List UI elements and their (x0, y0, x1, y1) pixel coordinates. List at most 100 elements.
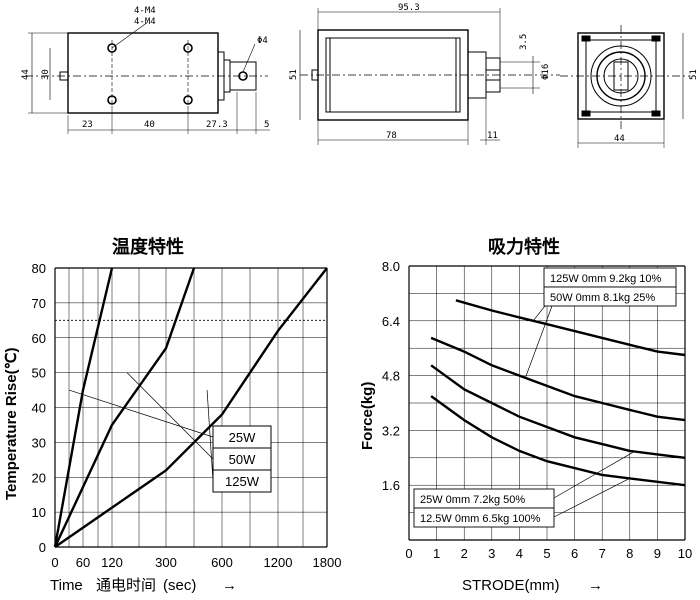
x-tick-label: 600 (211, 555, 233, 570)
side-view (299, 8, 560, 145)
x-axis-label-text: STRODE(mm) (462, 577, 560, 594)
series-lines (430, 299, 686, 487)
x-tick-label: 7 (599, 546, 606, 561)
x-tick-label: 0 (51, 555, 58, 570)
x-tick-label: 120 (101, 555, 123, 570)
dim-51: 51 (289, 69, 299, 80)
legend-leader (68, 389, 214, 438)
y-tick-label: 20 (32, 470, 46, 485)
legend-leader (206, 390, 214, 482)
legend-label: 25W (229, 430, 256, 445)
legend-leader (126, 372, 214, 460)
dim-95-3: 95.3 (398, 3, 420, 13)
dim-end-44: 44 (614, 134, 625, 144)
series-line-50w (53, 267, 196, 548)
y-axis-label: Temperature Rise(℃) (3, 348, 20, 500)
legend: 125W 0mm 9.2kg 10%50W 0mm 8.1kg 25%25W 0… (413, 267, 677, 528)
dim-78: 78 (386, 131, 397, 141)
drawing-dimension-labels: 4-M4 4-M4 44 30 23 40 27.3 5 Φ4 95.3 51 … (21, 3, 699, 144)
dim-23: 23 (82, 120, 93, 130)
x-axis-label: STRODE(mm) → (462, 577, 603, 594)
y-tick-label: 60 (32, 331, 46, 346)
series-lines (53, 267, 328, 548)
series-line-1 (430, 336, 686, 422)
x-tick-labels: 0 60 120 300 600 1200 1800 (51, 555, 341, 570)
y-tick-label: 40 (32, 401, 46, 416)
dim-hole-label: 4-M4 (134, 17, 156, 27)
x-tick-label: 1 (433, 546, 440, 561)
y-tick-label: 3.2 (382, 423, 400, 438)
legend-box (413, 507, 555, 528)
dim-phi16: Φ16 (541, 64, 551, 80)
legend-label: 50W (229, 452, 256, 467)
corner-tab (581, 35, 591, 42)
legend-leader (524, 305, 553, 380)
dim-40: 40 (144, 120, 155, 130)
y-tick-label: 1.6 (382, 478, 400, 493)
x-axis-label-cn: 通电时间 (96, 577, 156, 594)
x-tick-label: 300 (155, 555, 177, 570)
legend-label: 50W 0mm 8.1kg 25% (550, 292, 655, 304)
chart-title: 吸力特性 (488, 236, 560, 258)
y-tick-label: 50 (32, 366, 46, 381)
corner-tab (651, 35, 661, 42)
temperature-chart: 温度特性 Temperature Rise(℃) Time 通电时间 (sec)… (3, 236, 341, 594)
x-axis-label: Time 通电时间 (sec) → (50, 577, 237, 594)
x-tick-label: 1200 (264, 555, 293, 570)
y-tick-label: 30 (32, 435, 46, 450)
dim-height-44: 44 (21, 69, 31, 80)
leader-line (111, 21, 149, 49)
x-tick-label: 0 (405, 546, 412, 561)
legend-leader (553, 450, 636, 499)
legend-leader (553, 478, 630, 518)
y-tick-label: 8.0 (382, 259, 400, 274)
x-axis-arrow: → (222, 577, 237, 594)
series-line-2 (430, 364, 686, 459)
legend-label: 125W (225, 474, 260, 489)
top-view-body (67, 32, 219, 114)
plunger (229, 61, 257, 91)
y-tick-label: 80 (32, 261, 46, 276)
y-tick-label: 6.4 (382, 314, 400, 329)
dim-height-30: 30 (41, 69, 51, 80)
corner-tab (651, 110, 661, 117)
legend: 25W 50W 125W (68, 372, 272, 493)
x-axis-label-unit: (sec) (163, 577, 196, 594)
series-line-0 (455, 299, 686, 357)
x-tick-label: 60 (76, 555, 90, 570)
dim-end-51: 51 (689, 69, 699, 80)
x-tick-label: 4 (516, 546, 523, 561)
end-view (560, 25, 690, 148)
dim-3-5: 3.5 (519, 34, 529, 50)
x-tick-label: 5 (543, 546, 550, 561)
technical-drawing (25, 8, 690, 148)
y-axis-label: Force(kg) (359, 382, 376, 450)
x-tick-label: 1800 (313, 555, 342, 570)
x-axis-arrow: → (588, 577, 603, 594)
x-tick-label: 2 (461, 546, 468, 561)
chart-title: 温度特性 (112, 236, 184, 258)
dim-hole-label: 4-M4 (134, 6, 156, 16)
dim-27-3: 27.3 (206, 120, 228, 130)
rear-stub (59, 71, 69, 81)
dim-phi4: Φ4 (257, 36, 268, 46)
x-axis-label-prefix: Time (50, 577, 83, 594)
dim-11: 11 (487, 131, 498, 141)
corner-tab (581, 110, 591, 117)
x-tick-label: 9 (654, 546, 661, 561)
series-line-125w (54, 267, 328, 548)
legend-label: 25W 0mm 7.2kg 50% (420, 494, 525, 506)
y-tick-label: 10 (32, 505, 46, 520)
legend-box (543, 286, 677, 307)
x-tick-label: 8 (626, 546, 633, 561)
leader-line (242, 43, 256, 73)
series-line-25w (53, 267, 114, 548)
series-line-3 (430, 395, 686, 487)
x-tick-label: 3 (488, 546, 495, 561)
y-tick-label: 4.8 (382, 369, 400, 384)
x-tick-label: 10 (678, 546, 692, 561)
